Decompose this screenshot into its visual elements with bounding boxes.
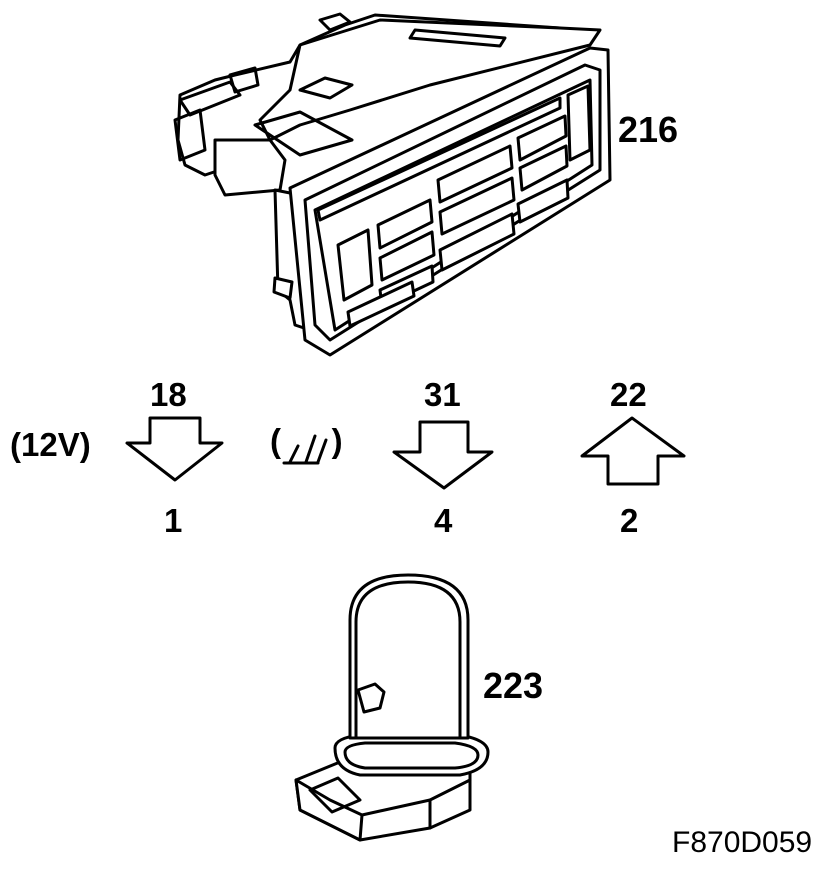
pin-bottom-label: 4	[434, 502, 453, 539]
pin-top-label: 22	[610, 376, 647, 413]
control-panel-icon	[173, 12, 612, 357]
pin-top-label: 18	[150, 376, 187, 413]
down-arrow-icon	[125, 416, 224, 482]
figure-reference: F870D059	[672, 826, 813, 859]
light-bulb-icon	[294, 573, 490, 842]
control-panel-label: 216	[618, 109, 679, 150]
pin-bottom-label: 2	[620, 502, 639, 539]
pin-top-label: 31	[424, 376, 461, 413]
pin-bottom-label: 1	[164, 502, 183, 539]
voltage-note: (12V)	[10, 426, 91, 463]
down-arrow-icon	[392, 420, 494, 490]
up-arrow-icon	[580, 416, 686, 486]
ground-note: ( )	[270, 422, 365, 459]
bulb-label: 223	[483, 665, 544, 706]
ground-symbol-icon	[282, 434, 328, 465]
